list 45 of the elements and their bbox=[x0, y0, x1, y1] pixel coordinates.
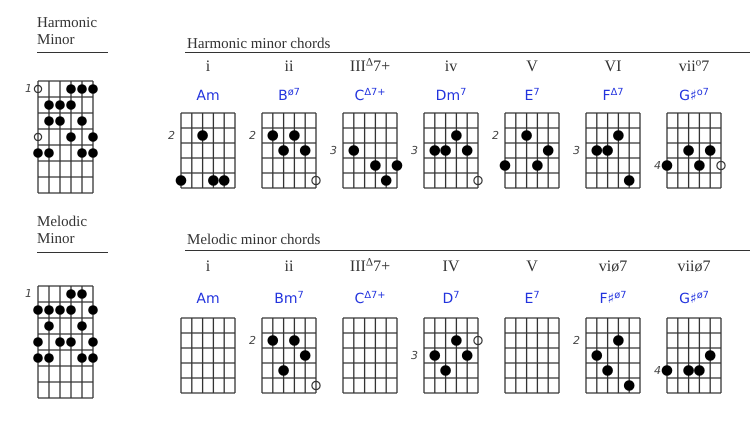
chord-name: G♯$^{o7}$ bbox=[678, 88, 710, 104]
chord-name: G♯$^{ø7}$ bbox=[678, 291, 710, 307]
chord-name: Dm$^{7}$ bbox=[434, 88, 468, 104]
roman-numeral: IV bbox=[442, 258, 460, 276]
chord-name: Am bbox=[195, 291, 221, 307]
chord-name: D$^{7}$ bbox=[441, 291, 460, 307]
chord-name: B$^{ø7}$ bbox=[277, 88, 301, 104]
chord-name: E$^{7}$ bbox=[523, 291, 541, 307]
roman-numeral: viiø7 bbox=[676, 258, 712, 276]
chord-name: Bm$^{7}$ bbox=[273, 291, 305, 307]
roman-numeral: viø7 bbox=[598, 258, 628, 276]
section-heading: Melodic Minor bbox=[37, 214, 88, 248]
chord-name: E$^{7}$ bbox=[523, 88, 541, 104]
chord-name: Am bbox=[195, 88, 221, 104]
chord-name: C$^{Δ7+}$ bbox=[354, 88, 386, 104]
roman-numeral: vii$^{o}$7 bbox=[678, 58, 710, 76]
roman-numeral: i bbox=[204, 258, 212, 276]
fret-number: 2 bbox=[248, 334, 256, 346]
fret-number: 1 bbox=[24, 288, 32, 300]
roman-numeral: i bbox=[204, 58, 212, 76]
fret-number: 3 bbox=[329, 144, 337, 156]
fret-number: 3 bbox=[572, 144, 580, 156]
chord-name: F$^{Δ7}$ bbox=[602, 88, 624, 104]
fret-number: 2 bbox=[572, 334, 580, 346]
section-title: Harmonic minor chords bbox=[187, 36, 330, 53]
fret-number: 2 bbox=[167, 130, 175, 142]
roman-numeral: V bbox=[525, 258, 539, 276]
fret-number: 2 bbox=[248, 130, 256, 142]
roman-numeral: III$^{Δ}$7+ bbox=[348, 58, 392, 76]
section-heading: Harmonic Minor bbox=[37, 15, 98, 49]
fret-number: 3 bbox=[410, 144, 418, 156]
roman-numeral: V bbox=[525, 58, 539, 76]
roman-numeral: ii bbox=[284, 58, 294, 76]
fret-number: 1 bbox=[24, 83, 32, 95]
roman-numeral: ii bbox=[284, 258, 294, 276]
fret-number: 4 bbox=[653, 364, 661, 376]
chord-name: C$^{Δ7+}$ bbox=[354, 291, 386, 307]
roman-numeral: III$^{Δ}$7+ bbox=[348, 258, 392, 276]
chord-name: F♯$^{ø7}$ bbox=[598, 291, 628, 307]
section-title: Melodic minor chords bbox=[187, 232, 320, 249]
fret-number: 3 bbox=[410, 350, 418, 362]
roman-numeral: iv bbox=[444, 58, 458, 76]
fret-number: 4 bbox=[653, 160, 661, 172]
fret-number: 2 bbox=[491, 130, 499, 142]
roman-numeral: VI bbox=[604, 58, 622, 76]
